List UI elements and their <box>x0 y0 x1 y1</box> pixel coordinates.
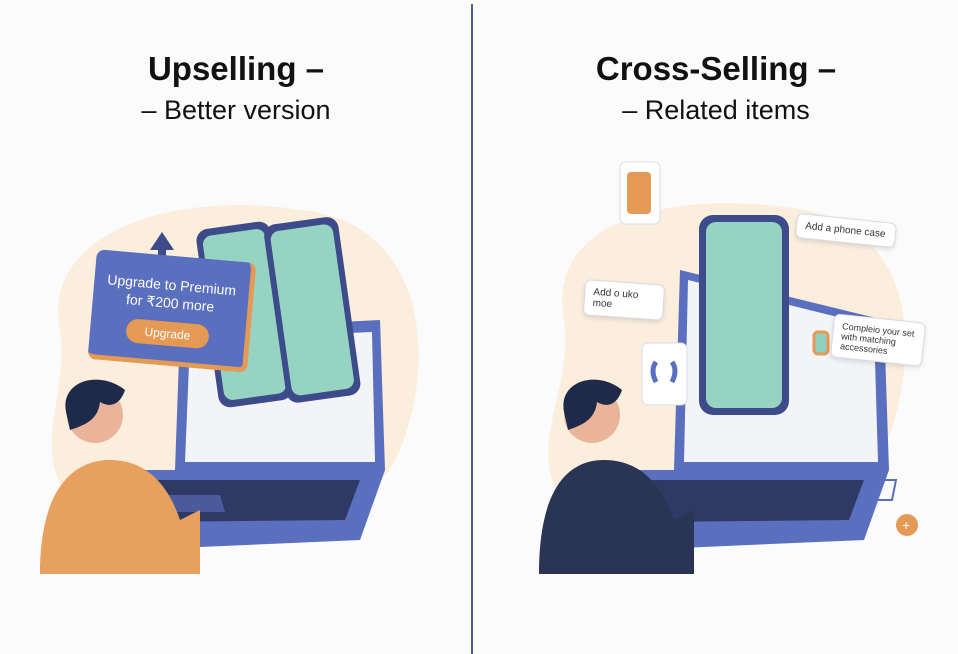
upgrade-promo-card: Upgrade to Premium for ₹200 more Upgrade <box>87 249 257 373</box>
upselling-subtitle: – Better version <box>141 95 331 125</box>
shopping-cart-icon: + <box>864 479 918 536</box>
person <box>40 379 200 574</box>
smartwatch-icon <box>812 330 830 356</box>
phone <box>699 215 789 415</box>
upselling-title: Upselling – <box>147 50 325 87</box>
upgrade-arrow-icon <box>150 232 174 262</box>
add-more-suggestion: Add o uko moe <box>582 279 666 321</box>
phone-case-icon <box>627 172 651 214</box>
cross-selling-illustration: + <box>539 161 918 574</box>
cross-selling-title: Cross-Selling – <box>595 50 837 87</box>
earbuds-card <box>641 342 688 406</box>
divider <box>471 4 473 654</box>
complete-set-suggestion: Compleio your set with matching accessor… <box>829 313 927 367</box>
upgrade-button[interactable]: Upgrade <box>125 318 210 350</box>
svg-text:+: + <box>902 517 910 533</box>
cross-selling-panel: Cross-Selling – – Related items + Add a … <box>474 0 958 654</box>
person <box>539 379 694 574</box>
phone-new <box>264 217 361 403</box>
cross-selling-subtitle: – Related items <box>622 95 810 125</box>
earbuds-icon <box>650 360 678 384</box>
upselling-panel: Upselling – – Better version Upgrade to … <box>0 0 472 654</box>
